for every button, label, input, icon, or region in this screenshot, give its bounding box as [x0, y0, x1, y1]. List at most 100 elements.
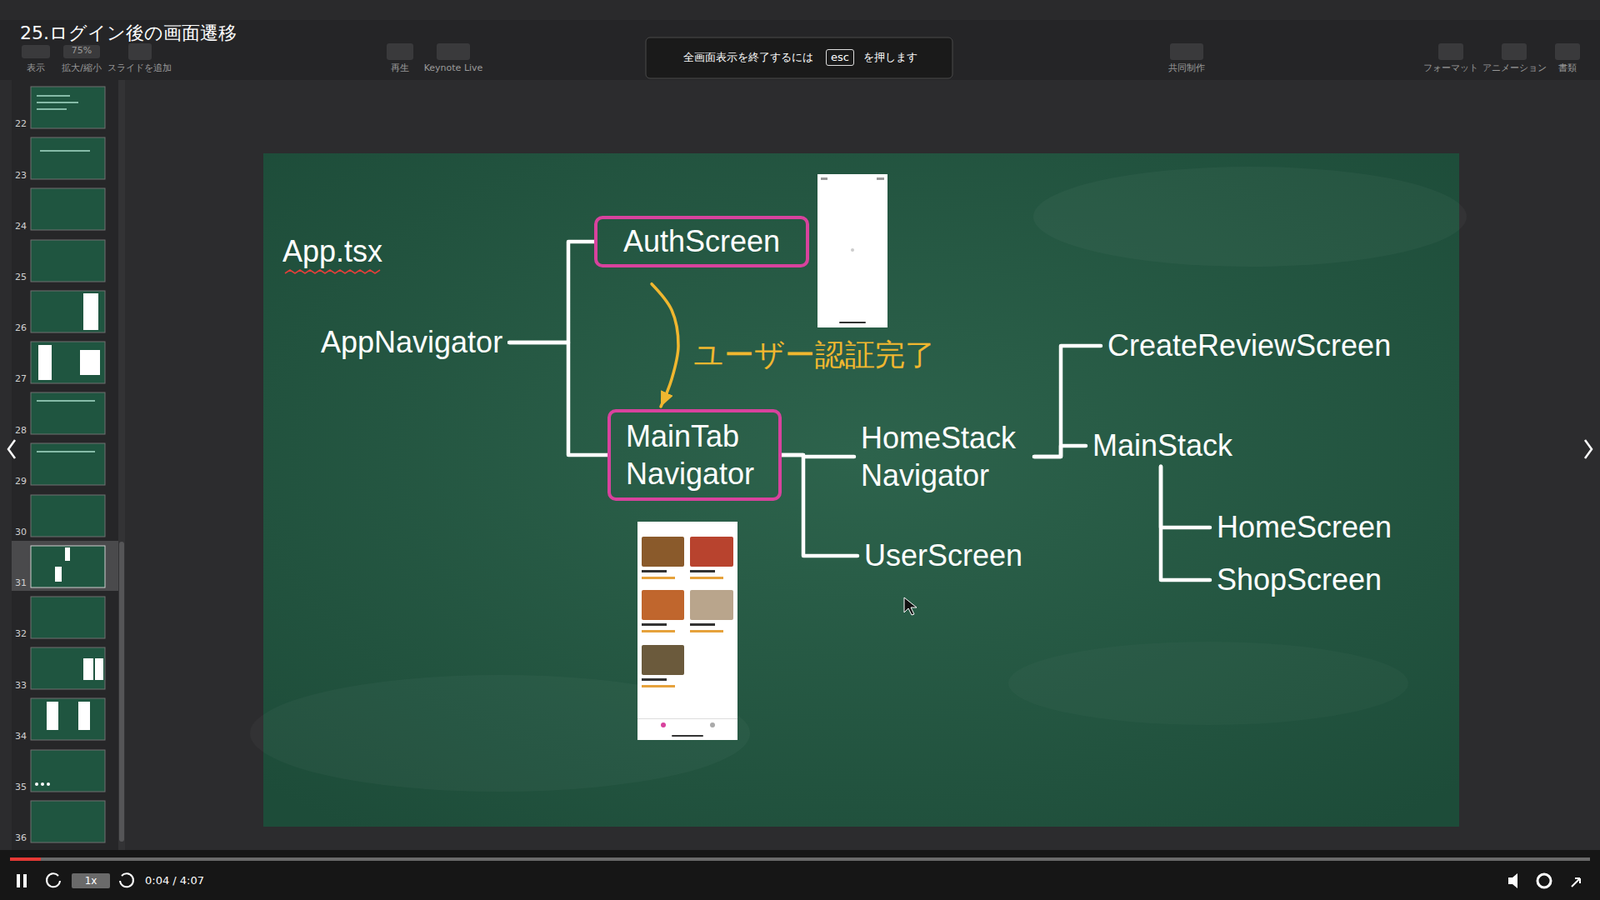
slide-thumbnail	[30, 188, 105, 230]
tree-bracket	[1034, 445, 1086, 457]
thumb-phone	[83, 658, 94, 680]
node-text: MainStack	[1092, 428, 1233, 463]
shop-name	[690, 623, 715, 626]
banner-text: 全画面表示を終了するには	[683, 50, 814, 65]
shop-name	[690, 570, 715, 573]
shop-name	[641, 623, 667, 626]
selected-row	[11, 540, 119, 591]
shop-name	[641, 570, 667, 573]
auth-phone-screen	[817, 174, 888, 328]
node-text: AppNavigator	[320, 325, 503, 360]
tree-bracket	[509, 241, 595, 343]
toolbar-caption: 共同制作	[1168, 62, 1205, 74]
rewind-icon	[46, 873, 60, 887]
chalk-smudge	[1033, 166, 1467, 267]
video-title: 25.ログイン後の画面遷移	[20, 22, 237, 45]
tree-bracket	[1160, 466, 1210, 528]
settings-icon	[1537, 874, 1551, 888]
food-photo	[641, 645, 685, 675]
thumb-phone	[78, 701, 90, 730]
slide-thumbnail	[30, 392, 105, 435]
slide-number: 30	[15, 526, 27, 538]
pause-icon	[23, 874, 27, 888]
slide-thumbnail	[30, 750, 105, 792]
tab-icon	[710, 722, 715, 728]
slide-number: 31	[15, 577, 27, 589]
toolbar-button	[128, 43, 152, 60]
tree-bracket	[1034, 345, 1101, 457]
node-text: CreateReviewScreen	[1107, 328, 1391, 363]
scroll-thumb	[119, 541, 125, 842]
thumb-line	[40, 150, 90, 152]
slide-thumbnail	[30, 341, 105, 384]
shop-name	[641, 678, 667, 681]
toolbar-button	[386, 43, 414, 60]
player-bar	[0, 850, 1600, 900]
screen-box: AuthScreen	[594, 215, 810, 267]
thumb-dot	[46, 782, 50, 786]
status-bar	[876, 177, 885, 180]
toolbar-button	[21, 45, 50, 59]
thumb-dot	[35, 782, 39, 786]
prev-chevron	[8, 440, 15, 459]
slide-number: 35	[15, 781, 27, 793]
screen-label: HomeScreen	[1210, 506, 1399, 548]
food-photo	[690, 590, 734, 620]
food-photo	[690, 536, 734, 567]
toolbar-caption: 書類	[1558, 62, 1577, 74]
node-text: AuthScreen	[612, 224, 791, 259]
slide-number: 29	[15, 475, 27, 487]
volume-icon	[1508, 873, 1518, 889]
slide-number: 33	[15, 680, 27, 691]
spellcheck-squiggle	[285, 270, 380, 274]
forward-icon	[120, 873, 134, 887]
navigator-label: AppNavigator	[314, 321, 510, 363]
toolbar-caption: 75%	[71, 45, 92, 56]
slide-thumbnail	[30, 240, 105, 282]
node-text: ShopScreen	[1216, 562, 1382, 597]
toolbar-button	[1170, 43, 1204, 60]
screen-label: ShopScreen	[1210, 559, 1389, 600]
node-text: HomeScreen	[1216, 510, 1392, 545]
thumb-line	[36, 108, 67, 110]
toolbar-caption: Keynote Live	[424, 62, 484, 74]
tree-bracket	[509, 342, 608, 455]
slide-thumbnail	[30, 545, 105, 588]
key-cap: esc	[825, 49, 855, 66]
home-indicator	[671, 735, 704, 737]
speed-value: 1x	[85, 875, 98, 887]
slide-thumbnail	[30, 495, 105, 537]
toolbar-caption: スライドを追加	[107, 62, 172, 74]
screen-label: CreateReviewScreen	[1100, 325, 1398, 366]
slide-number: 32	[15, 628, 27, 640]
tab-bar-line	[637, 718, 738, 720]
spinner	[850, 248, 855, 252]
slide-thumbnail	[30, 647, 105, 690]
food-photo	[641, 536, 685, 567]
mouse-cursor	[904, 597, 917, 615]
toolbar-caption: 再生	[390, 62, 410, 74]
slide-number: 23	[15, 170, 27, 181]
transition-label: ユーザー認証完了	[693, 336, 935, 373]
next-chevron	[1585, 440, 1592, 459]
toolbar-caption: 拡大/縮小	[61, 62, 102, 74]
navigator-box: MainTab Navigator	[607, 409, 782, 501]
toolbar-button	[63, 45, 100, 59]
home-indicator	[839, 321, 866, 324]
star-row	[641, 685, 675, 688]
toolbar-caption: アニメーション	[1482, 62, 1547, 74]
slide-thumbnail	[30, 596, 105, 639]
toolbar-button	[436, 43, 470, 60]
pause-icon	[16, 874, 20, 888]
transition-arrow	[651, 284, 679, 407]
thumb-line	[36, 101, 79, 104]
progress-track	[10, 857, 1590, 861]
speed-pill	[71, 873, 110, 889]
thumb-line	[36, 400, 95, 402]
node-text: HomeStack Navigator	[860, 419, 1028, 495]
toolbar-button	[1438, 43, 1464, 60]
file-name: App.tsx	[282, 233, 383, 270]
toolbar-caption: フォーマット	[1423, 62, 1479, 74]
